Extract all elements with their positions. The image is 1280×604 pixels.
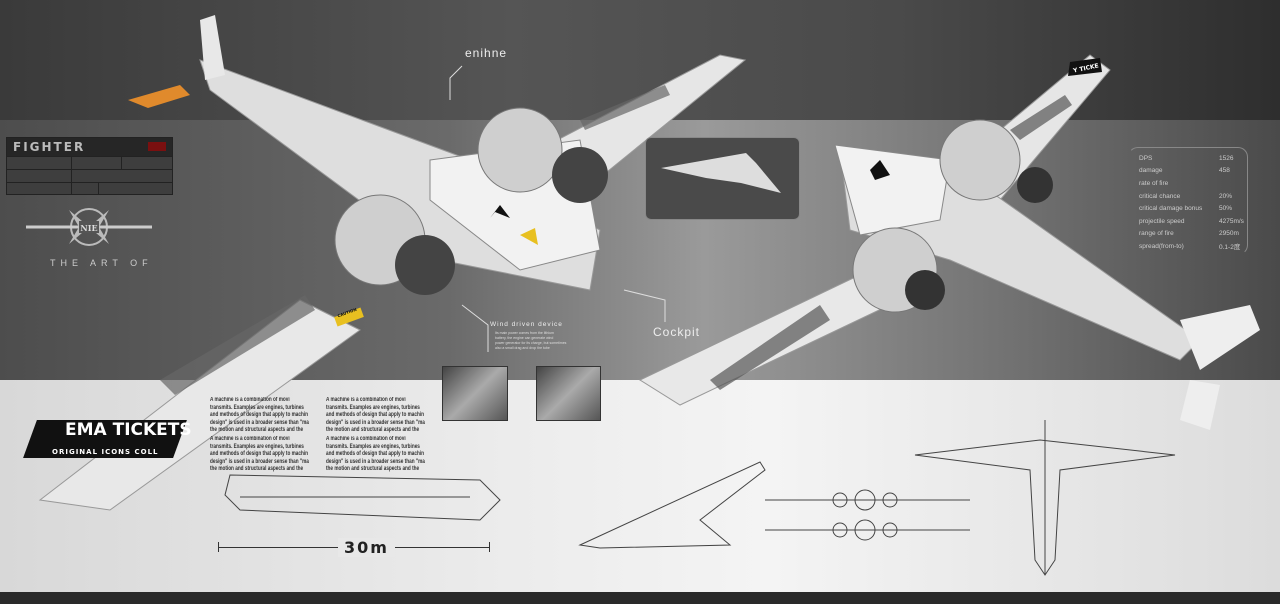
callout-cockpit: Cockpit xyxy=(653,325,701,339)
stat-row: rate of fire xyxy=(1139,179,1169,187)
detail-thumb-2 xyxy=(536,366,601,421)
callout-wind-title: Wind driven device xyxy=(490,321,563,328)
callout-wind-body: Its main power comes from the lithium ba… xyxy=(495,331,567,350)
callout-lines xyxy=(449,65,666,352)
callout-engine: enihne xyxy=(465,46,508,60)
red-tag xyxy=(148,142,166,151)
main-fighter-right xyxy=(638,54,1260,430)
svg-text:NIE: NIE xyxy=(80,223,97,233)
background-footer xyxy=(0,592,1280,604)
fighter-title: FIGHTER xyxy=(13,140,86,154)
fighter-panel: FIGHTER xyxy=(6,137,173,195)
scale-label: 30m xyxy=(338,538,395,557)
detail-thumb-1 xyxy=(442,366,508,421)
wing-decal-title: EMA TICKETS xyxy=(65,420,192,440)
logo-tagline: THE ART OF xyxy=(50,258,153,268)
stat-row: spread(from-to)0.1-2度 xyxy=(1139,242,1241,252)
wing-decal-subtitle: ORIGINAL ICONS COLL xyxy=(52,448,159,456)
blueprint-views xyxy=(224,420,1176,576)
preview-thumbnail xyxy=(645,137,800,220)
emblem-logo: NIE xyxy=(26,208,152,246)
